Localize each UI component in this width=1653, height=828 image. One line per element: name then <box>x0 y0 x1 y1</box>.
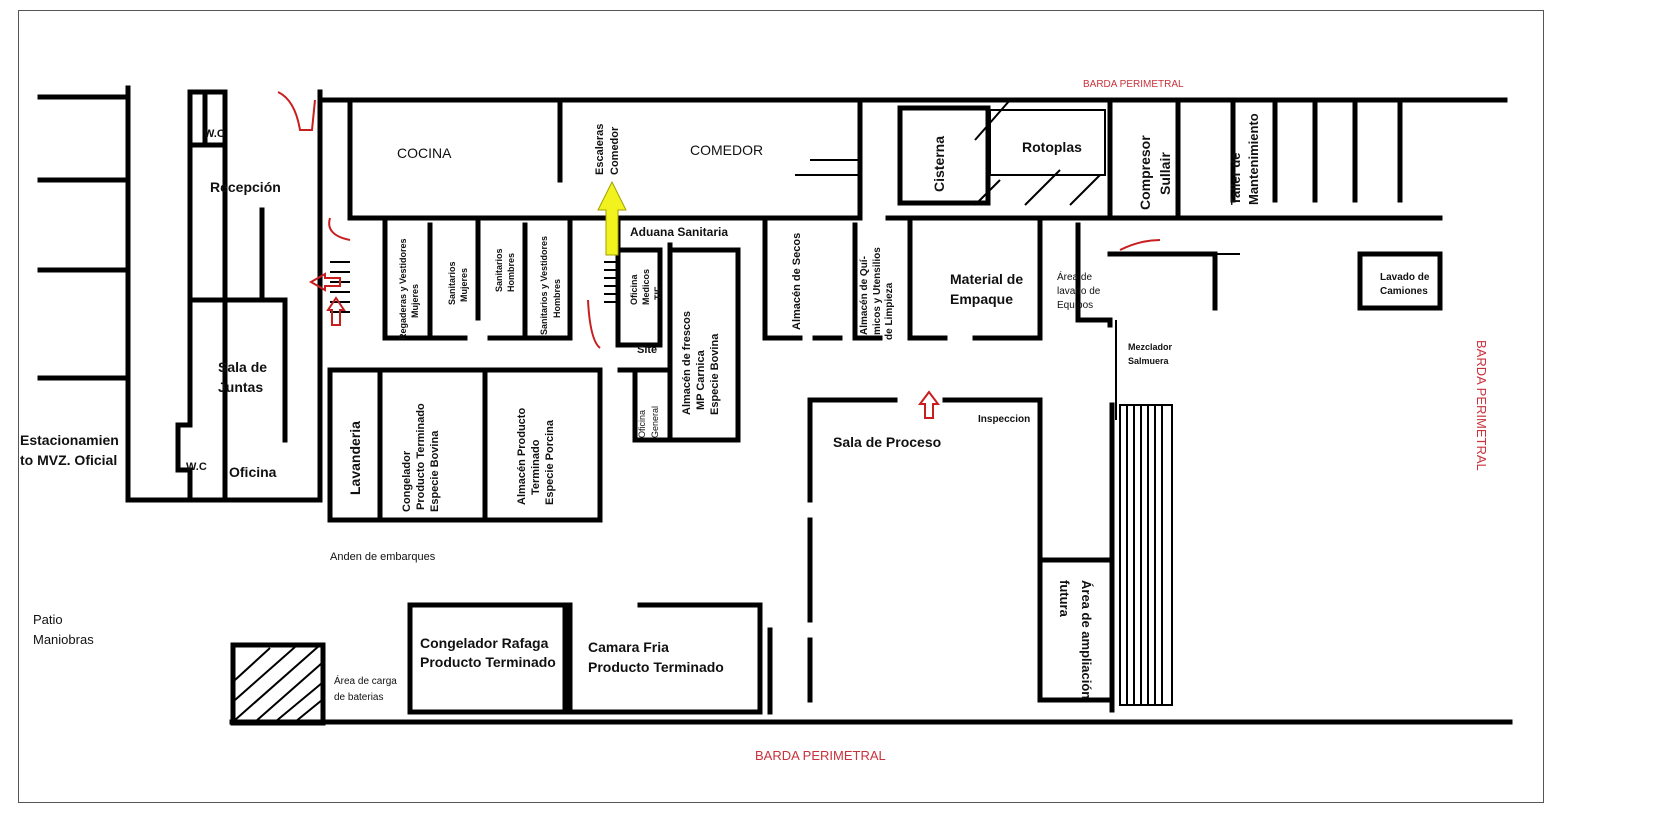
almacen-quimicos-label-3: de Limpieza <box>884 282 895 340</box>
regaderas-label-1: Regaderas y Vestidores <box>398 238 408 340</box>
almacen-frescos-label-3: Especie Bovina <box>709 333 721 415</box>
taller-label-1: Taller de <box>1228 152 1243 205</box>
patio-label-2: Maniobras <box>33 632 94 647</box>
wc-top-label: W.C <box>204 128 225 140</box>
arrow-up-yellow-icon <box>597 180 627 256</box>
comedor-label: COMEDOR <box>690 142 763 158</box>
almacen-frescos-label-1: Almacén de frescos <box>681 311 693 415</box>
mezclador-label-2: Salmuera <box>1128 356 1170 366</box>
escaleras-label-2: Comedor <box>609 126 621 175</box>
almacen-secos-label: Almacén de Secos <box>791 233 803 330</box>
area-lavado-label-1: Área de <box>1057 270 1092 283</box>
doors <box>277 91 1161 349</box>
arrow-up-red-icon-1 <box>326 296 346 326</box>
barda-right-label: BARDA PERIMETRAL <box>1474 340 1489 471</box>
compresor-label-2: Sullair <box>1157 152 1173 195</box>
congelador-rafaga-label-1: Congelador Rafaga <box>420 635 549 651</box>
almacen-pt-label-3: Especie Porcina <box>544 419 556 505</box>
cisterna-label: Cisterna <box>931 136 947 192</box>
almacen-frescos-label-2: MP Carnica <box>695 349 707 410</box>
oficina-medicos-label-2: Medicos <box>641 269 651 305</box>
lavado-camiones-label-2: Camiones <box>1380 286 1428 297</box>
congelador-pt-label-2: Producto Terminado <box>415 403 427 510</box>
almacen-pt-label-1: Almacén Producto <box>516 408 528 505</box>
area-lavado-label-3: Equipos <box>1057 300 1093 311</box>
escaleras-label-1: Escaleras <box>594 124 606 175</box>
cocina-label: COCINA <box>397 145 452 161</box>
arrow-up-red-icon-2 <box>918 390 940 419</box>
ampliacion-label-1: Área de ampliación <box>1079 580 1094 699</box>
barda-bottom-label: BARDA PERIMETRAL <box>755 748 886 763</box>
material-empaque-label-1: Material de <box>950 271 1023 287</box>
sanitarios-mujeres-label-1: Sanitarios <box>447 261 457 305</box>
mezclador-label-1: Mezclador <box>1128 342 1173 352</box>
sanitarios-vestidores-label-2: Hombres <box>552 279 562 318</box>
rotoplas-label: Rotoplas <box>1022 139 1082 155</box>
camara-fria-label-2: Producto Terminado <box>588 659 724 675</box>
battery-box <box>230 642 326 726</box>
sala-juntas-label-1: Sala de <box>218 359 267 375</box>
inspeccion-label: Inspeccion <box>978 414 1030 425</box>
lavado-camiones-label-1: Lavado de <box>1380 272 1430 283</box>
taller-label-2: Mantenimiento <box>1246 113 1261 205</box>
oficina-label: Oficina <box>229 464 277 480</box>
area-carga-label-2: de baterias <box>334 692 383 703</box>
sanitarios-mujeres-label-2: Mujeres <box>459 268 469 302</box>
sanitarios-vestidores-label-1: Sanitarios y Vestidores <box>539 236 549 335</box>
grating <box>1119 404 1173 706</box>
almacen-pt-label-2: Terminado <box>530 439 542 495</box>
anden-label: Anden de embarques <box>330 551 436 563</box>
ampliacion-label-2: futura <box>1057 580 1072 618</box>
sanitarios-hombres-label-1: Sanitarios <box>494 248 504 292</box>
area-lavado-label-2: lavado de <box>1057 286 1101 297</box>
congelador-pt-label-3: Especie Bovina <box>429 430 441 512</box>
camara-fria-label-1: Camara Fria <box>588 639 669 655</box>
congelador-rafaga-label-2: Producto Terminado <box>420 654 556 670</box>
regaderas-label-2: Mujeres <box>410 284 420 318</box>
arrows <box>308 180 940 419</box>
estacionamiento-label-2: to MVZ. Oficial <box>20 452 117 468</box>
site-label: Site <box>637 344 657 356</box>
patio-label-1: Patio <box>33 612 63 627</box>
arrow-left-red-icon <box>308 272 341 292</box>
almacen-quimicos-label-1: Almacén de Quí- <box>859 256 870 335</box>
oficina-general-label-2: General <box>650 406 660 438</box>
material-empaque-label-2: Empaque <box>950 291 1013 307</box>
stairs <box>330 261 618 313</box>
almacen-quimicos-label-2: micos y Utensilios <box>872 247 883 335</box>
area-carga-label-1: Área de carga <box>334 674 397 687</box>
sala-proceso-label: Sala de Proceso <box>833 434 941 450</box>
estacionamiento-label-1: Estacionamien <box>20 432 119 448</box>
sanitarios-hombres-label-2: Hombres <box>506 253 516 292</box>
aduana-label: Aduana Sanitaria <box>630 225 728 239</box>
oficina-medicos-label-3: TIF <box>653 286 663 300</box>
compresor-label-1: Compresor <box>1137 135 1153 210</box>
drawing-frame <box>18 10 1544 803</box>
oficina-general-label-1: Oficina <box>637 410 647 438</box>
barda-top-label: BARDA PERIMETRAL <box>1083 79 1184 90</box>
wc-bottom-label: W.C <box>186 461 207 473</box>
congelador-pt-label-1: Congelador <box>401 450 413 512</box>
lavanderia-label: Lavanderia <box>347 421 363 495</box>
sala-juntas-label-2: Juntas <box>218 379 263 395</box>
oficina-medicos-label-1: Oficina <box>629 273 639 305</box>
recepcion-label: Recepción <box>210 179 281 195</box>
